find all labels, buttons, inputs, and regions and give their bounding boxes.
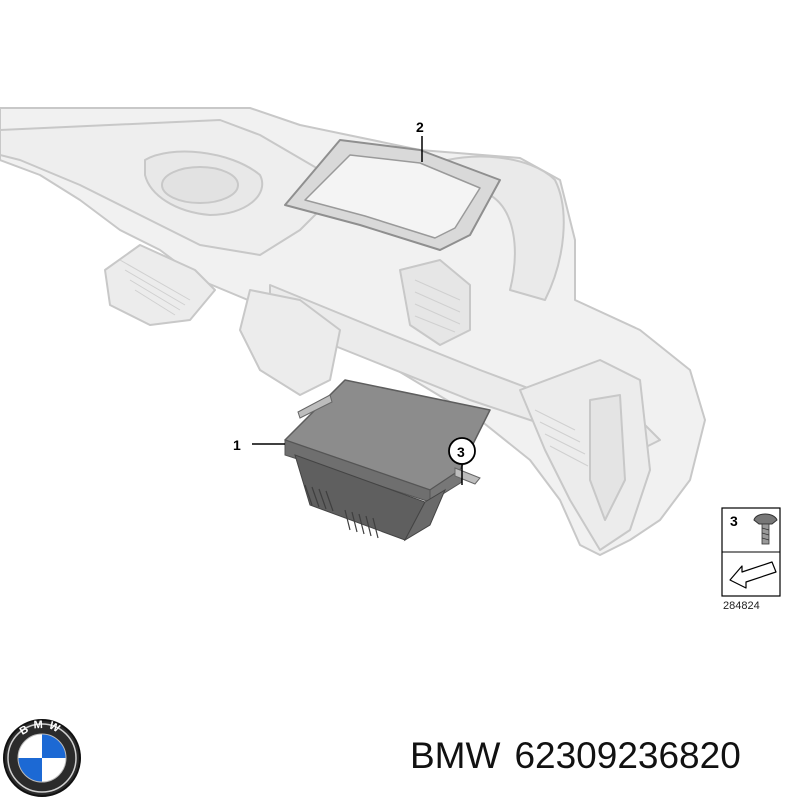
direction-arrow-icon <box>729 561 777 589</box>
callout-label-2: 2 <box>416 119 424 135</box>
callout-leaders <box>252 136 463 485</box>
diagram-reference-number: 284824 <box>723 600 760 612</box>
hardware-legend-box: 3 <box>721 507 781 597</box>
legend-item-label: 3 <box>730 513 738 529</box>
central-display-part <box>284 379 491 542</box>
callout-circle-3 <box>448 437 476 465</box>
part-number: 62309236820 <box>514 735 741 776</box>
screw-icon <box>753 513 778 545</box>
callout-label-1: 1 <box>233 437 241 453</box>
heatsink-fins <box>304 484 379 539</box>
dashboard-panel <box>0 107 706 556</box>
display-frame-part <box>284 139 501 251</box>
bmw-logo: BMW <box>3 719 81 797</box>
brand-name: BMW <box>410 735 501 776</box>
brand-part-number-line: BMW 62309236820 <box>410 732 741 780</box>
callout-label-3: 3 <box>457 444 465 460</box>
vent-grilles <box>119 259 589 467</box>
